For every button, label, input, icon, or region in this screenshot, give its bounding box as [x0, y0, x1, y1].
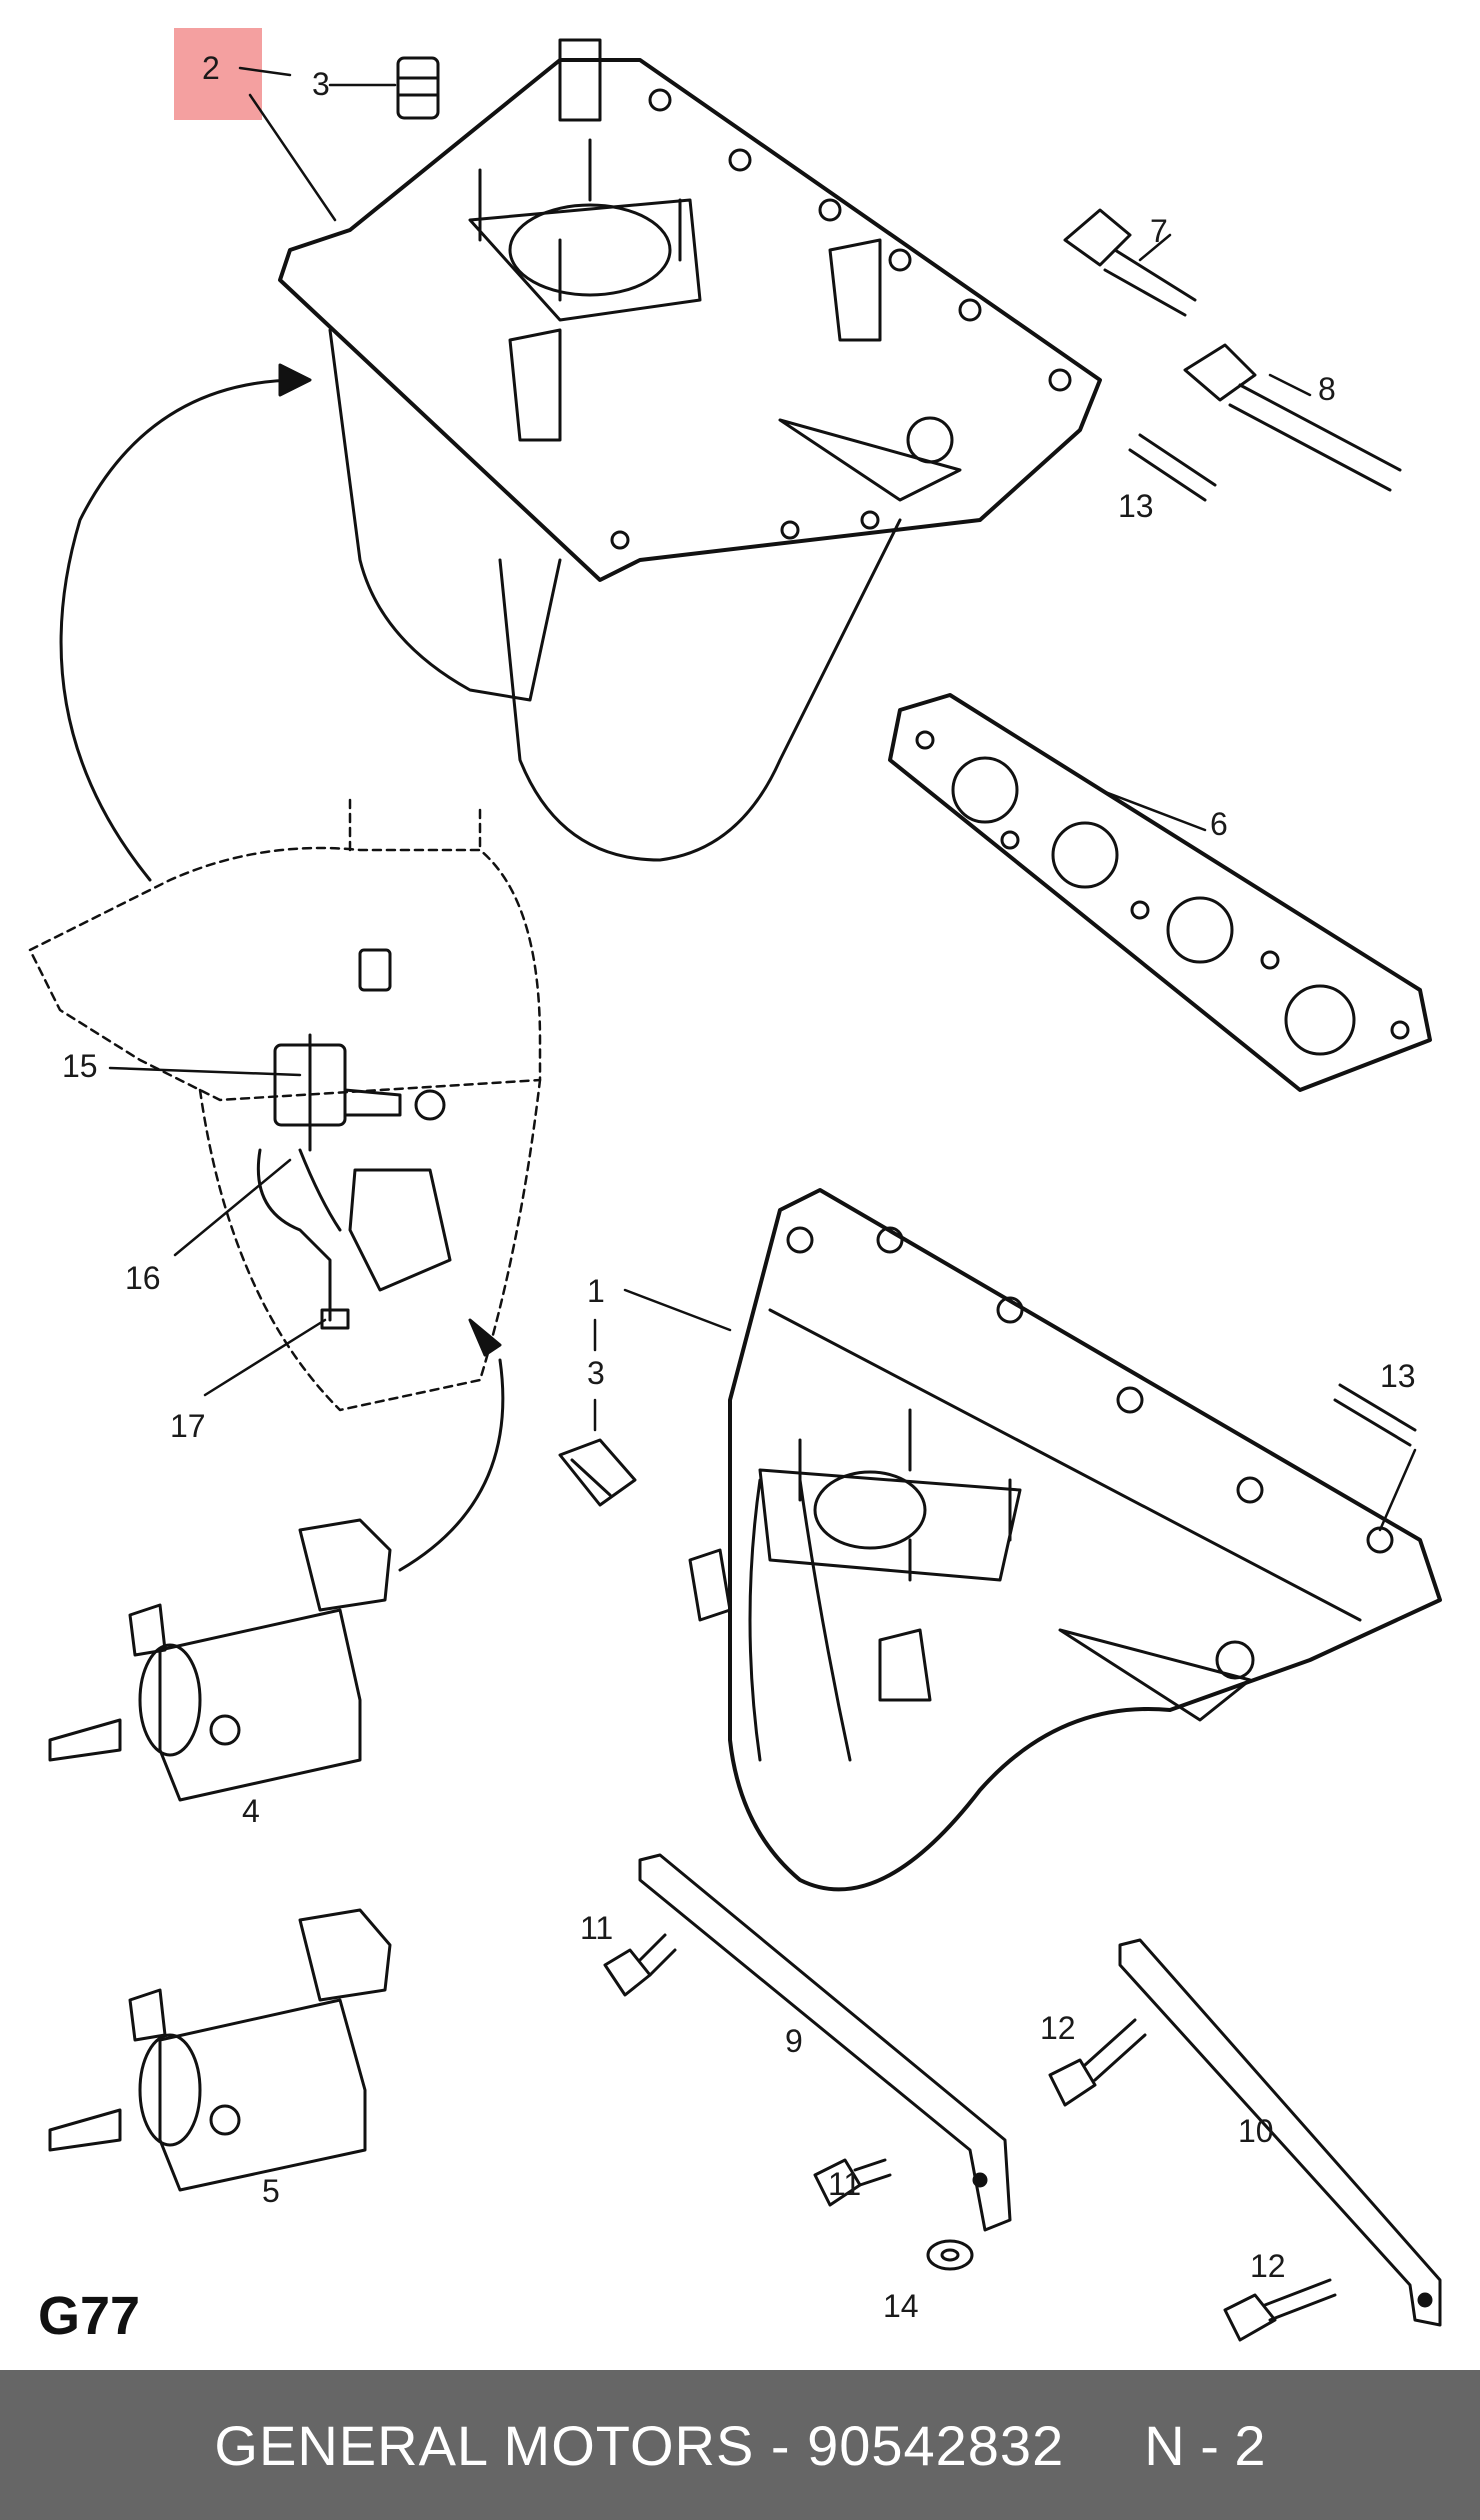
footer-sheet-number: N - 2 [1144, 2413, 1266, 2477]
leader-lines [108, 66, 1417, 1532]
stud-part-13-right [1333, 1383, 1417, 1447]
assembly-arrow-lower [398, 1358, 505, 1572]
callout-11-upper: 11 [580, 1910, 614, 1946]
callout-8: 8 [1318, 371, 1336, 407]
callout-10: 10 [1238, 2113, 1274, 2149]
assembly-arrow-upper [59, 378, 302, 882]
callout-14: 14 [883, 2288, 919, 2324]
callout-7: 7 [1150, 213, 1168, 249]
bolt-part-7 [1063, 208, 1197, 317]
washer-part-14 [926, 2239, 974, 2271]
phantom-manifold [28, 798, 542, 1412]
callout-15: 15 [62, 1048, 98, 1084]
callout-highlight [174, 28, 262, 120]
gasket-part-6 [888, 693, 1432, 1092]
bolt-part-11-lower [813, 2158, 892, 2207]
bracket-part-10 [1118, 1938, 1442, 2327]
callout-4: 4 [242, 1793, 260, 1829]
bracket-part-9 [638, 1853, 1012, 2232]
callout-2: 2 [202, 50, 220, 86]
exhaust-manifold-part-1 [688, 1188, 1442, 1892]
stud-part-13-top [1128, 433, 1217, 502]
callout-5: 5 [262, 2173, 280, 2209]
exploded-parts-diagram [28, 38, 1442, 2342]
bolt-part-12-upper [1048, 2018, 1147, 2107]
callout-12-upper: 12 [1040, 2010, 1076, 2046]
callout-3-middle: 3 [587, 1355, 605, 1391]
callout-13-top: 13 [1118, 488, 1154, 524]
callout-9: 9 [785, 2023, 803, 2059]
solenoid-assembly-15-16-17 [256, 948, 452, 1330]
bolt-part-12-lower [1223, 2278, 1337, 2342]
footer-bar: GENERAL MOTORS - 90542832 N - 2 [0, 2370, 1480, 2520]
callout-16: 16 [125, 1260, 161, 1296]
callout-17: 17 [170, 1408, 206, 1444]
diagram-code-label: G77 [38, 2286, 141, 2346]
callout-11-lower: 11 [828, 2166, 862, 2202]
callout-13-right: 13 [1380, 1358, 1416, 1394]
footer-part-number: GENERAL MOTORS - 90542832 [214, 2413, 1065, 2477]
callout-6: 6 [1210, 806, 1228, 842]
fitting-part-3-middle [558, 1438, 637, 1507]
fitting-part-3-top [396, 56, 440, 120]
callout-3-top: 3 [312, 66, 330, 102]
callout-1: 1 [587, 1273, 605, 1309]
bolt-part-11-upper [603, 1933, 677, 1997]
bolt-part-8 [1183, 343, 1402, 492]
valve-part-4 [48, 1518, 392, 1802]
callout-12-lower: 12 [1250, 2248, 1286, 2284]
intake-manifold-part-2 [278, 38, 1102, 862]
valve-part-5 [48, 1908, 392, 2192]
